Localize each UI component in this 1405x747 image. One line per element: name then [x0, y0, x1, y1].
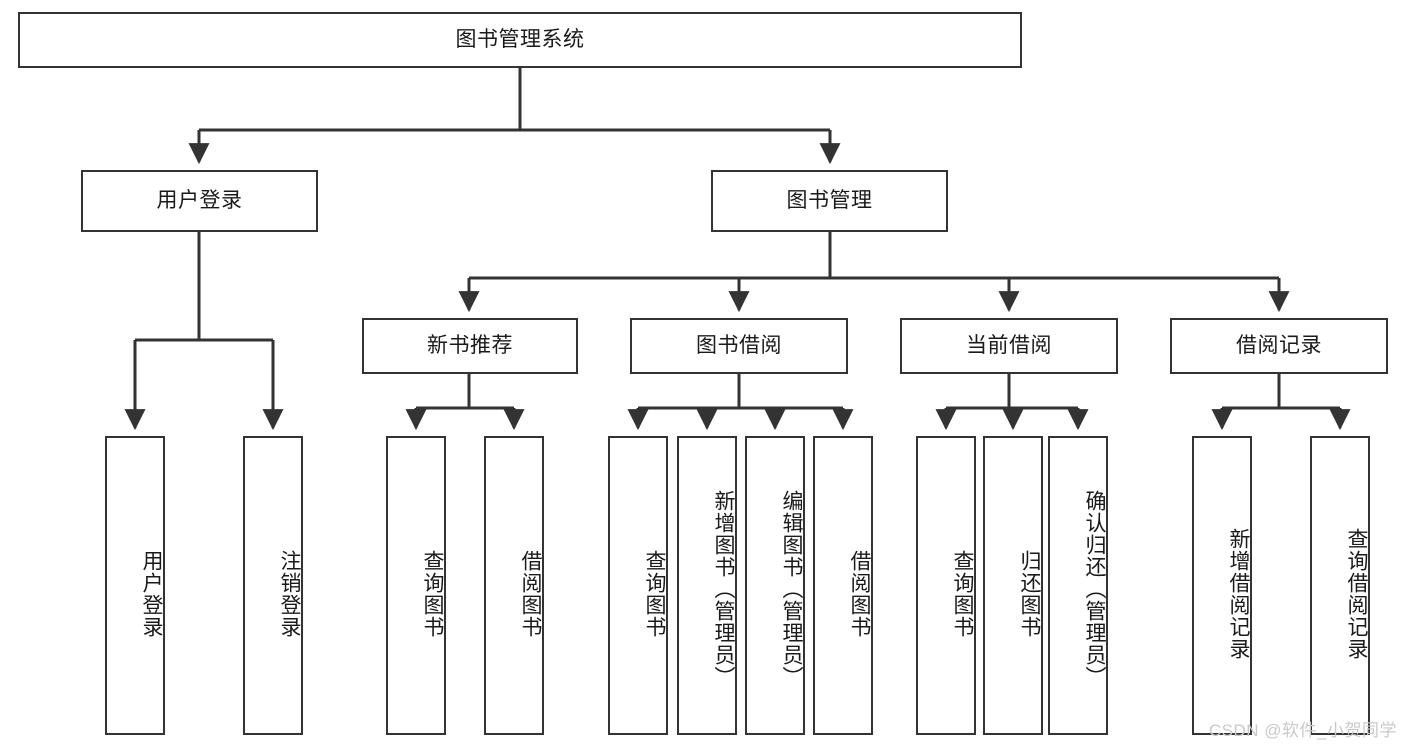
csdn-watermark: CSDN @软件_小贺同学 — [1208, 721, 1397, 740]
node-leaf-add-record[interactable]: 新增借阅记录 — [1192, 436, 1252, 735]
node-leaf-borrow-book-2[interactable]: 借阅图书 — [813, 436, 873, 735]
node-leaf-edit-book[interactable]: 编辑图书（管理员） — [745, 436, 805, 735]
node-user-login[interactable]: 用户登录 — [81, 170, 318, 232]
node-leaf-borrow-book-1[interactable]: 借阅图书 — [484, 436, 544, 735]
node-new-book-rec[interactable]: 新书推荐 — [362, 318, 578, 374]
node-leaf-query-record[interactable]: 查询借阅记录 — [1310, 436, 1370, 735]
node-book-manage[interactable]: 图书管理 — [711, 170, 948, 232]
node-leaf-confirm-return[interactable]: 确认归还（管理员） — [1048, 436, 1108, 735]
node-leaf-logout[interactable]: 注销登录 — [243, 436, 303, 735]
node-leaf-return-book[interactable]: 归还图书 — [983, 436, 1043, 735]
node-current-borrow[interactable]: 当前借阅 — [900, 318, 1118, 374]
node-leaf-query-book-1[interactable]: 查询图书 — [386, 436, 446, 735]
node-leaf-user-login[interactable]: 用户登录 — [105, 436, 165, 735]
node-root[interactable]: 图书管理系统 — [18, 12, 1022, 68]
node-leaf-query-book-3[interactable]: 查询图书 — [916, 436, 976, 735]
node-leaf-add-book[interactable]: 新增图书（管理员） — [677, 436, 737, 735]
node-leaf-query-book-2[interactable]: 查询图书 — [608, 436, 668, 735]
node-book-borrow[interactable]: 图书借阅 — [630, 318, 848, 374]
node-borrow-record[interactable]: 借阅记录 — [1170, 318, 1388, 374]
